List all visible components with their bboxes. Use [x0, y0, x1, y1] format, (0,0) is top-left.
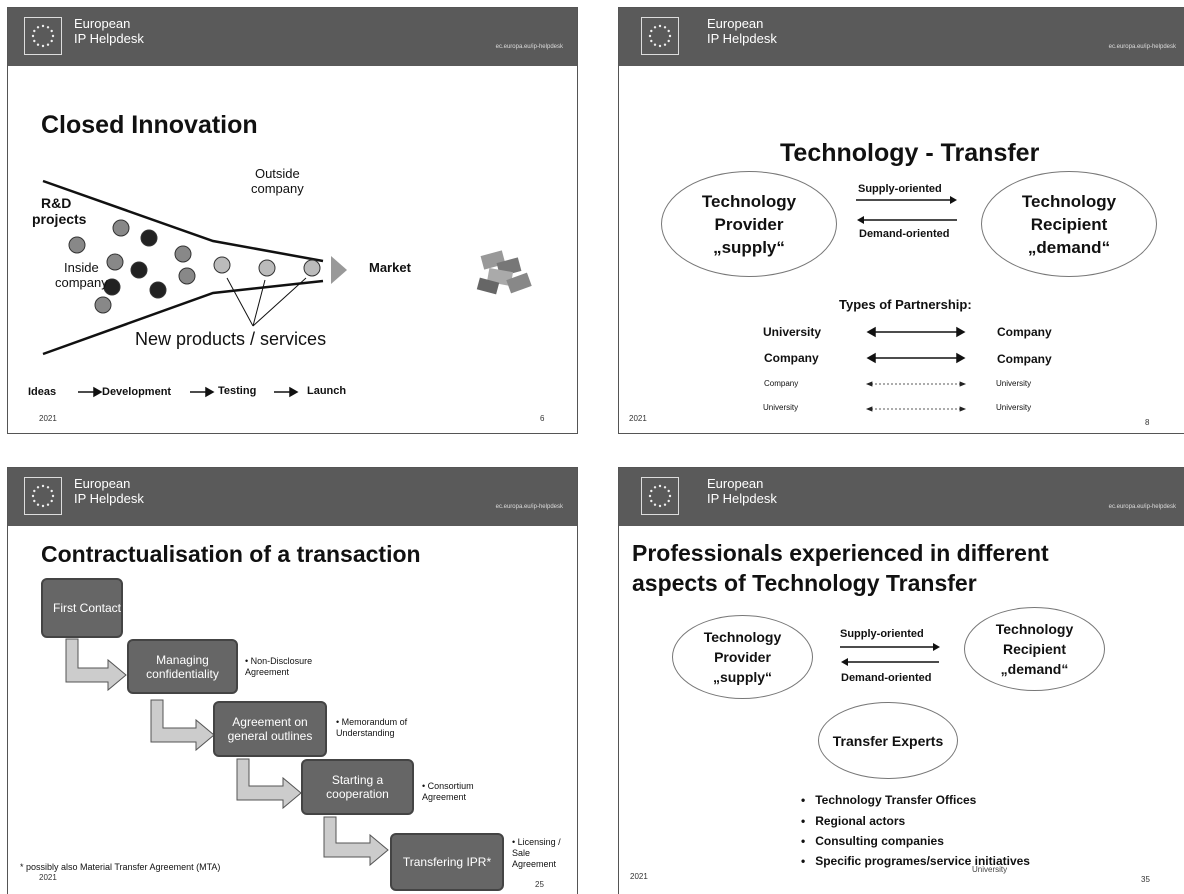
eu-flag-icon: [24, 17, 62, 55]
partnership-right-2: Company: [997, 352, 1052, 366]
partnership-right-4: University: [996, 403, 1032, 412]
step-starting-cooperation: Starting a cooperation: [301, 759, 414, 815]
eu-flag-icon: [641, 477, 679, 515]
supply-oriented-label: Supply-oriented: [858, 183, 942, 195]
note-licensing: • Licensing / Sale Agreement: [512, 837, 561, 869]
eu-flag-icon: [24, 477, 62, 515]
partnership-right-3: University: [996, 379, 1032, 388]
transfer-arrows: [840, 643, 940, 666]
step-managing-confidentiality: Managing confidentiality: [127, 639, 238, 694]
partnership-left-3: Company: [764, 379, 799, 388]
slide-title: Closed Innovation: [41, 111, 258, 139]
partnership-left-1: University: [763, 325, 822, 339]
transfer-experts-ellipse: Transfer Experts: [818, 702, 958, 779]
slide-title: Contractualisation of a transaction: [41, 541, 421, 567]
helpdesk-url: ec.europa.eu/ip-helpdesk: [495, 504, 563, 510]
supply-oriented-label: Supply-oriented: [840, 628, 924, 640]
new-products-label: New products / services: [135, 329, 327, 349]
bullet-consulting: • Consulting companies: [801, 834, 944, 848]
helpdesk-url: ec.europa.eu/ip-helpdesk: [1108, 44, 1176, 50]
slide-year: 2021: [630, 872, 648, 881]
bullet-tto: • Technology Transfer Offices: [801, 793, 977, 807]
partnership-title: Types of Partnership:: [839, 297, 972, 312]
note-non-disclosure: • Non-Disclosure Agreement: [245, 656, 313, 677]
slide-page-number: 25: [535, 880, 544, 889]
slide-year: 2021: [629, 414, 647, 423]
money-image: [476, 250, 532, 295]
bullet-regional-actors: • Regional actors: [801, 814, 906, 828]
partnership-left-2: Company: [764, 351, 819, 365]
demand-oriented-label: Demand-oriented: [841, 672, 932, 684]
stage-ideas: Ideas: [28, 386, 57, 398]
slide-page-number: 8: [1145, 418, 1150, 427]
partnership-left-4: University: [763, 403, 799, 412]
stage-testing: Testing: [218, 385, 257, 397]
eu-flag-icon: [641, 17, 679, 55]
note-memorandum: • Memorandum of Understanding: [336, 717, 408, 738]
step-first-contact: First Contact: [41, 578, 123, 638]
transfer-arrows: [856, 196, 967, 412]
note-consortium: • Consortium Agreement: [422, 781, 474, 802]
market-label: Market: [369, 260, 411, 275]
slide-title: Technology - Transfer: [780, 139, 1040, 167]
overlap-text: University: [972, 865, 1008, 874]
demand-oriented-label: Demand-oriented: [859, 228, 950, 240]
stage-development: Development: [102, 386, 172, 398]
slide-year: 2021: [39, 873, 57, 882]
bullet-specific-programmes: • Specific programes/service initiatives: [801, 854, 1030, 868]
slide-year: 2021: [39, 414, 57, 423]
helpdesk-url: ec.europa.eu/ip-helpdesk: [1108, 504, 1176, 510]
step-transfering-ipr: Transfering IPR*: [390, 833, 504, 891]
footnote-mta: * possibly also Material Transfer Agreem…: [20, 862, 221, 872]
process-arrows: [65, 638, 389, 867]
helpdesk-url: ec.europa.eu/ip-helpdesk: [495, 44, 563, 50]
step-agreement-general-outlines: Agreement on general outlines: [213, 701, 327, 757]
stage-launch: Launch: [307, 385, 347, 397]
slide-page-number: 6: [540, 414, 545, 423]
funnel-diagram: [42, 179, 532, 398]
slide-page-number: 35: [1141, 875, 1150, 884]
partnership-right-1: Company: [997, 325, 1052, 339]
